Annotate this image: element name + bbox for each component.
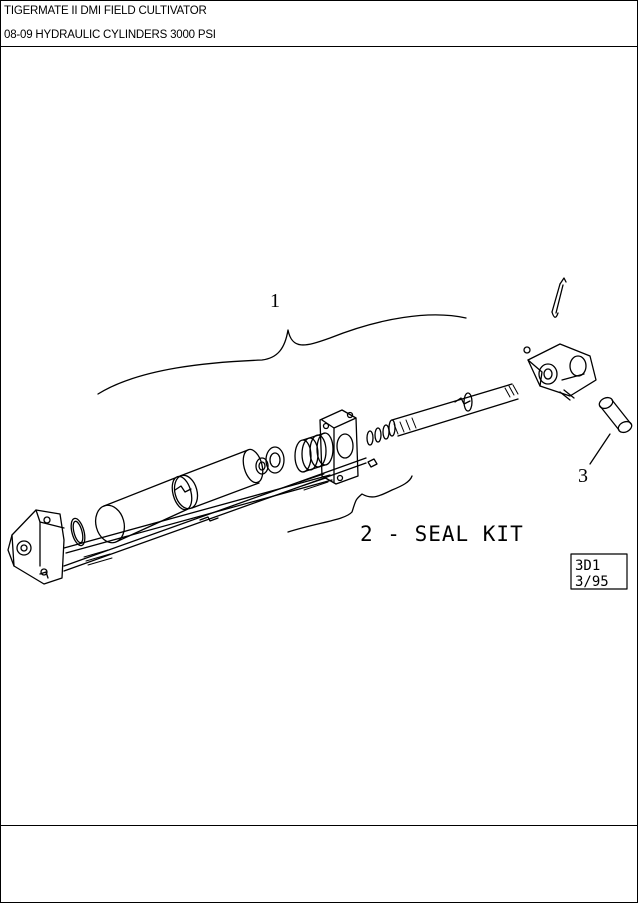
drawing-code: 3D1 [575,558,600,574]
footer-divider [0,825,638,826]
base-end-clevis [7,509,65,585]
callout-3-label: 3 [578,465,588,487]
piston-rod [388,383,519,437]
seal-kit-label: 2 - SEAL KIT [360,522,524,546]
clevis-pin [598,396,633,434]
cylinder-tube [94,448,264,544]
page-subtitle: 08-09 HYDRAULIC CYLINDERS 3000 PSI [4,29,216,41]
page-title: TIGERMATE II DMI FIELD CULTIVATOR [4,5,207,17]
rod-end-clevis [523,343,597,401]
callout-2-brace [287,475,413,533]
cotter-pin [551,277,567,318]
tie-rods [63,457,367,572]
callout-1-brace [97,314,467,395]
o-ring-left-inner [72,520,84,544]
o-ring-left-outer [70,517,86,547]
callout-1-label: 1 [270,290,280,312]
rod-seals [366,424,390,446]
drawing-stamp-box [570,553,628,590]
drawing-date: 3/95 [575,574,609,590]
header-divider [0,46,638,47]
rod-gland-block [319,409,378,485]
callout-3-leader [589,433,611,465]
